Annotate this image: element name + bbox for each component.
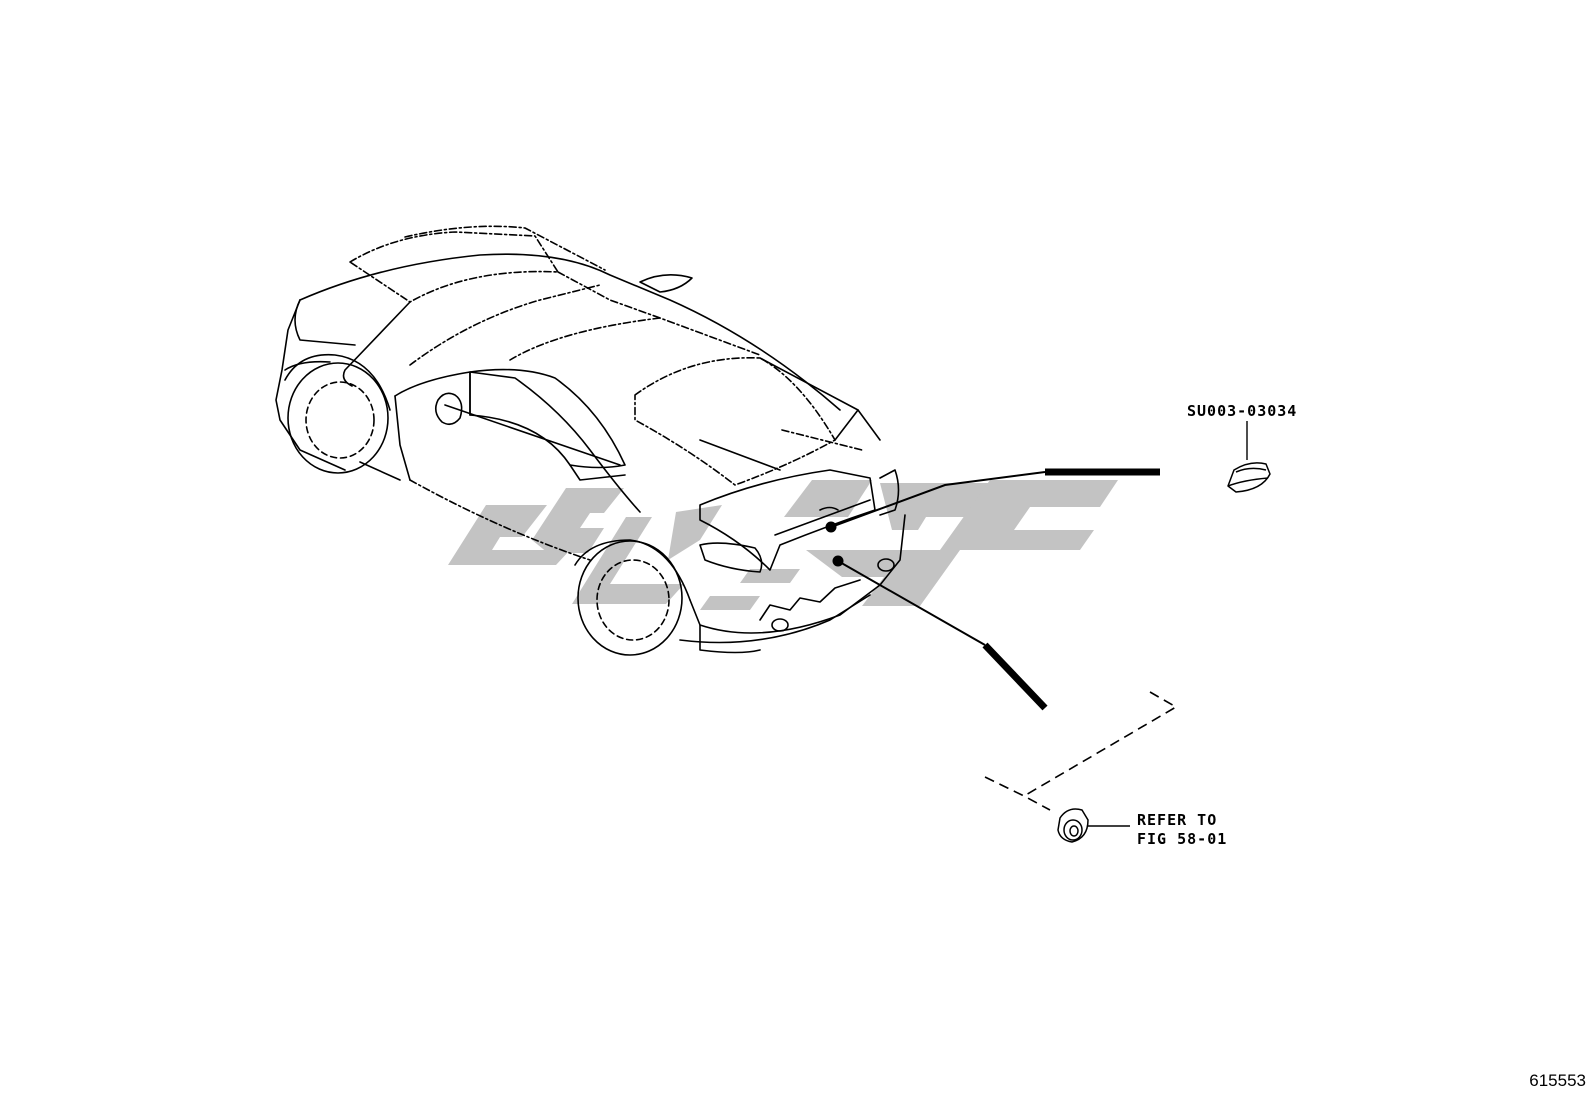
watermark-logo xyxy=(448,480,1118,610)
exhaust-left xyxy=(771,618,789,632)
rear-wheel xyxy=(577,540,683,656)
reference-label-line1: REFER TO xyxy=(1137,811,1218,829)
rear-window xyxy=(634,356,836,486)
side-window xyxy=(469,368,626,469)
cap-part-icon xyxy=(1227,462,1271,493)
front-wheel-inner xyxy=(305,381,375,459)
exhaust-right xyxy=(877,558,895,572)
leader-lines xyxy=(830,421,1248,827)
leader-line-upper xyxy=(830,471,1046,528)
diffuser xyxy=(759,579,861,621)
front-bumper xyxy=(275,299,346,471)
rear-wheel-inner xyxy=(596,559,670,641)
reference-label-line2: FIG 58-01 xyxy=(1137,830,1228,848)
windshield xyxy=(349,231,559,303)
trunk-lid xyxy=(699,469,876,571)
figure-id: 615553 xyxy=(1529,1071,1586,1090)
leader-line-lower-thick xyxy=(982,642,1048,711)
car-outline xyxy=(275,225,906,656)
rear-spoiler xyxy=(639,274,693,293)
reference-bracket xyxy=(984,691,1178,811)
tail-light-right xyxy=(879,469,900,516)
roof-outline xyxy=(404,225,606,271)
part-number-label: SU003-03034 xyxy=(1187,402,1298,420)
grommet-part-icon xyxy=(1057,808,1089,843)
tail-light-left xyxy=(699,542,763,573)
rear-bumper xyxy=(689,514,906,634)
side-mirror xyxy=(434,392,463,426)
roofline xyxy=(299,253,841,411)
front-wheel xyxy=(287,362,389,474)
side-door xyxy=(394,371,641,513)
leader-line-lower xyxy=(837,560,986,646)
